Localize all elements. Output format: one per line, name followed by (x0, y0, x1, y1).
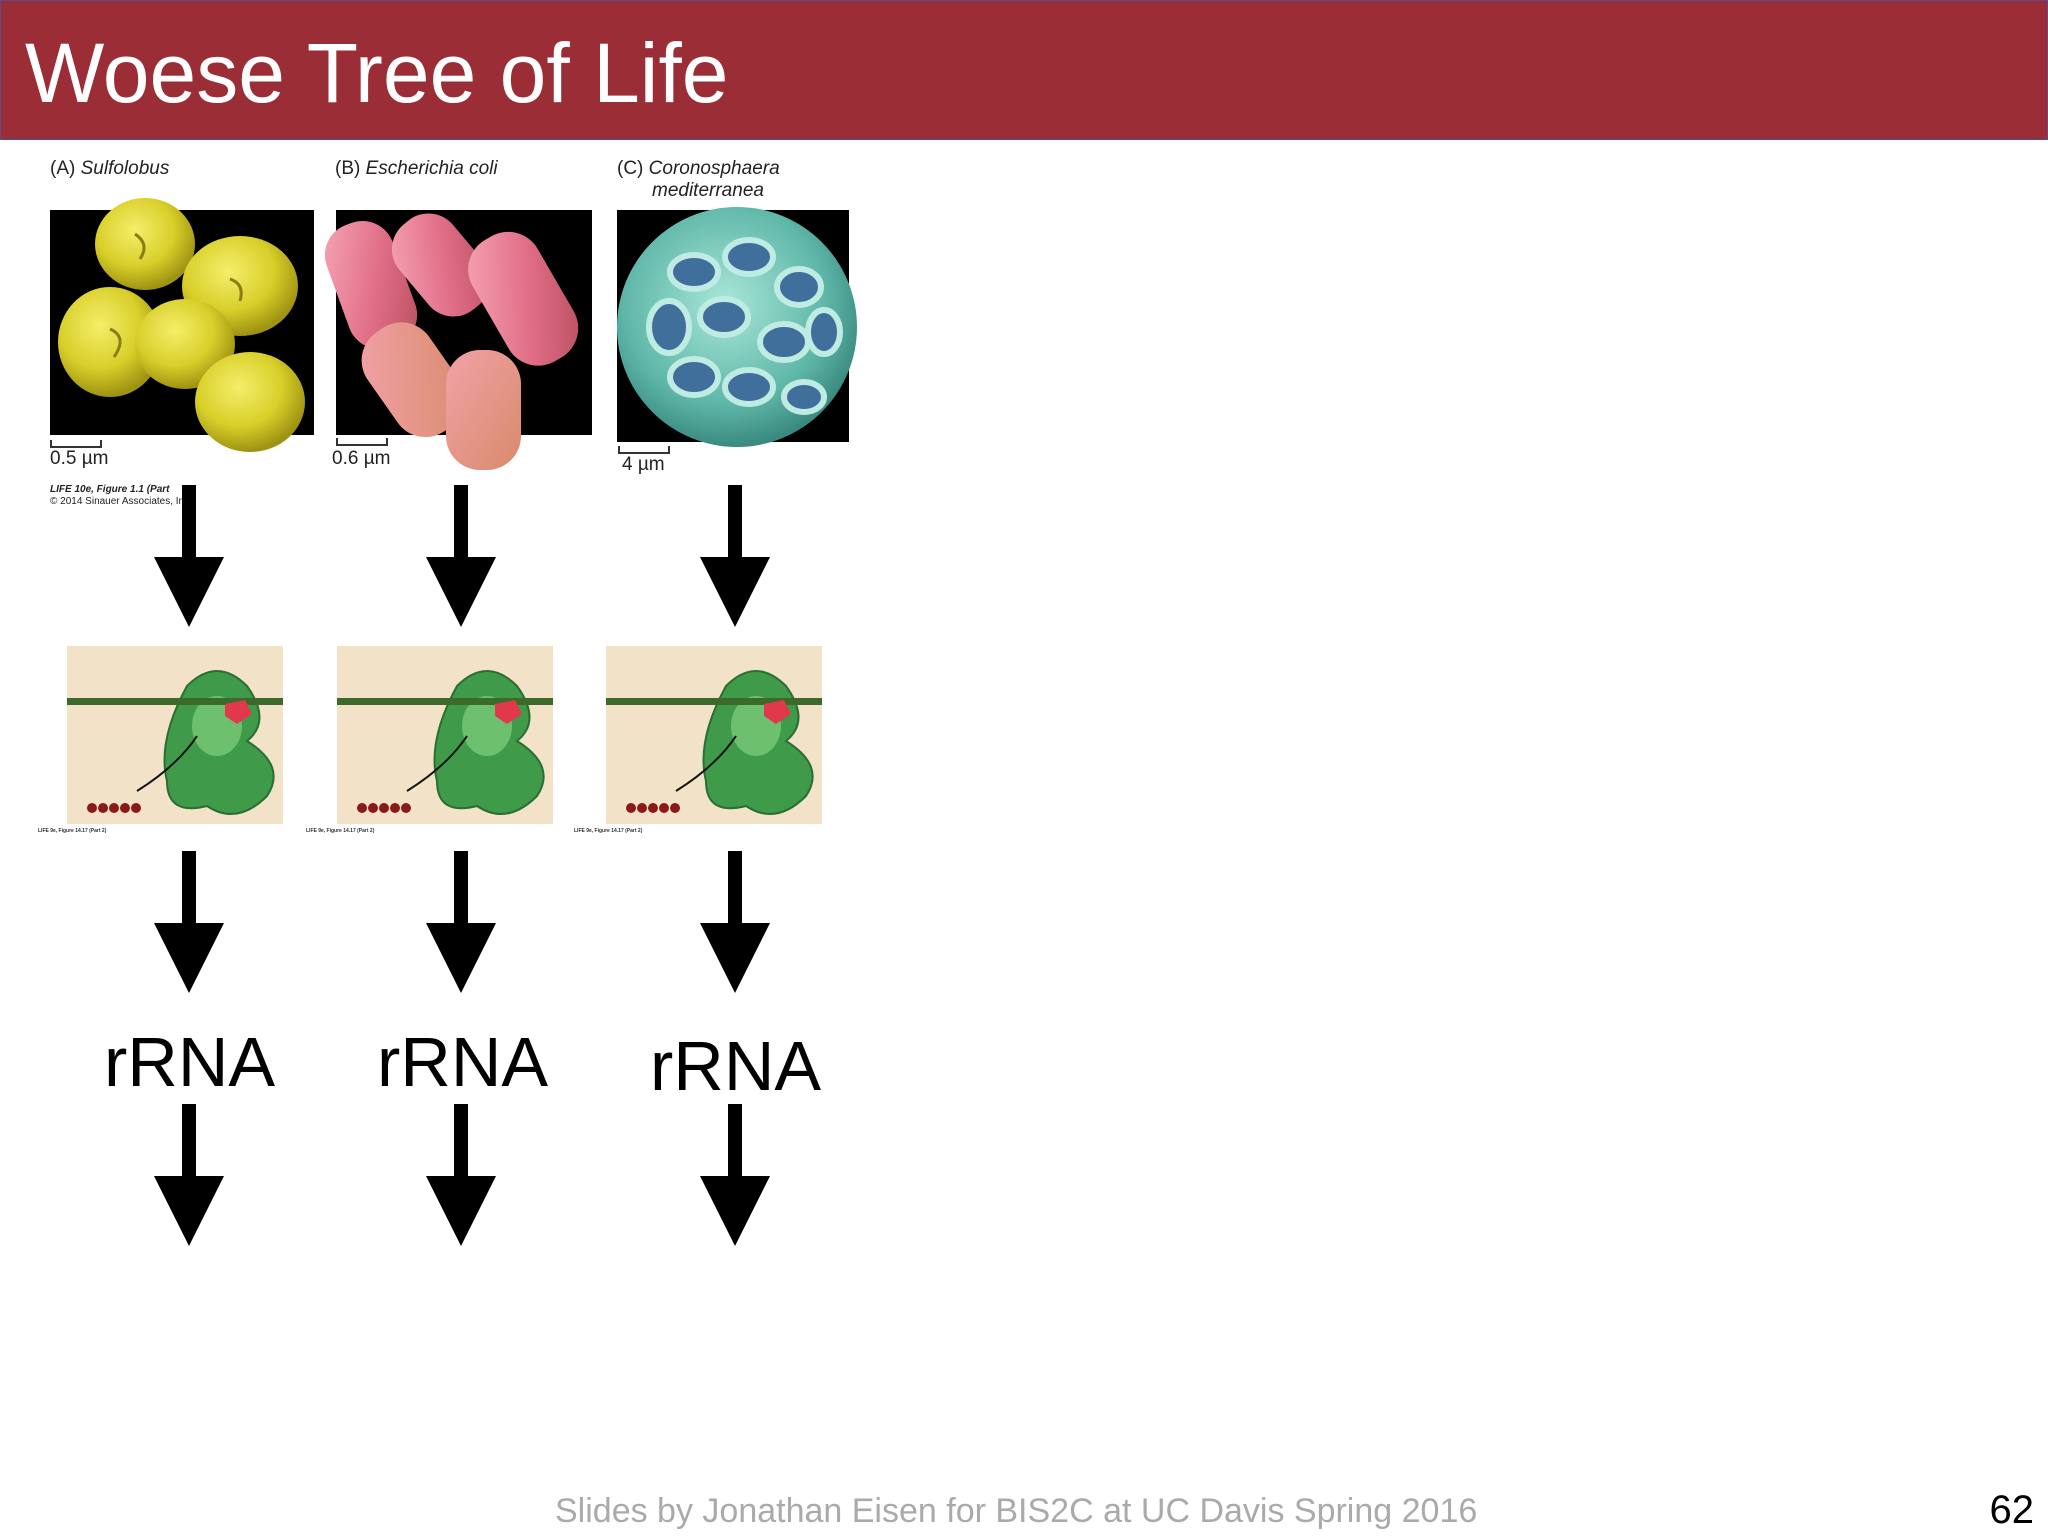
slide-title: Woese Tree of Life (25, 26, 729, 120)
scale-label-b: 0.6 µm (332, 448, 391, 469)
rrna-label: rRNA (650, 1027, 822, 1105)
panel-letter: (B) (335, 158, 361, 179)
panel-label-a: (A) Sulfolobus (50, 158, 169, 180)
ecoli-cells-image (324, 213, 579, 470)
organism-name: Sulfolobus (80, 158, 170, 179)
scale-label-a: 0.5 µm (50, 448, 109, 469)
panel-letter: (A) (50, 158, 76, 179)
coronosphaera-micrograph (617, 207, 857, 447)
scale-bar (336, 438, 388, 446)
coccolithophore-image (617, 207, 857, 447)
ecoli-micrograph (324, 210, 592, 470)
down-arrow-icon (426, 851, 496, 993)
ribosome-caption: LIFE 9e, Figure 14.17 (Part 2) (574, 828, 643, 834)
scale-bar (50, 440, 102, 448)
panel-label-b: (B) Escherichia coli (335, 158, 498, 180)
down-arrow-icon (426, 485, 496, 627)
ribosome-translation-icon (606, 670, 822, 815)
ribosome-caption: LIFE 9e, Figure 14.17 (Part 2) (38, 828, 107, 834)
down-arrow-icon (426, 1104, 496, 1246)
organism-name: Escherichia coli (365, 158, 498, 179)
down-arrow-icon (700, 485, 770, 627)
sulfolobus-cells-image (58, 198, 305, 452)
organism-name-line2: mediterranea (652, 180, 764, 201)
figure-credit: LIFE 10e, Figure 1.1 (Part © 2014 Sinaue… (50, 484, 192, 508)
slide-footer: Slides by Jonathan Eisen for BIS2C at UC… (555, 1492, 1478, 1530)
ribosome-translation-icon (67, 670, 283, 815)
rrna-label: rRNA (104, 1023, 276, 1101)
figure-credit-title: LIFE 10e, Figure 1.1 (Part (50, 484, 170, 495)
ribosome-translation-icon (337, 670, 553, 815)
panel-letter: (C) (617, 158, 644, 179)
down-arrow-icon (154, 1104, 224, 1246)
ribosome-image (337, 646, 553, 824)
down-arrow-icon (700, 1104, 770, 1246)
ribosome-image (67, 646, 283, 824)
figure-credit-copyright: © 2014 Sinauer Associates, Inc. (50, 496, 192, 507)
title-bar: Woese Tree of Life (0, 0, 2048, 140)
scale-bar (618, 446, 670, 454)
down-arrow-icon (154, 851, 224, 993)
down-arrow-icon (700, 851, 770, 993)
panel-label-c: (C) Coronosphaera mediterranea (617, 158, 780, 202)
page-number: 62 (1989, 1488, 2035, 1532)
scale-label-c: 4 µm (622, 454, 665, 475)
sulfolobus-micrograph (50, 198, 314, 452)
rrna-label: rRNA (377, 1023, 549, 1101)
down-arrow-icon (154, 485, 224, 627)
ribosome-image (606, 646, 822, 824)
organism-name: Coronosphaera (648, 158, 780, 179)
ribosome-caption: LIFE 9e, Figure 14.17 (Part 2) (306, 828, 375, 834)
